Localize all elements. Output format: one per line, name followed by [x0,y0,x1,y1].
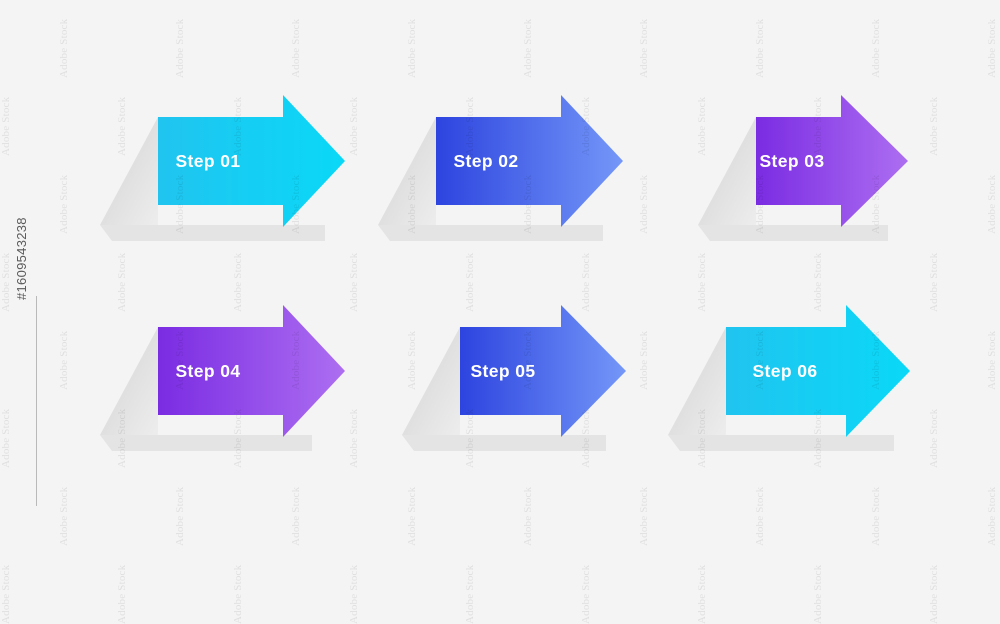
watermark-text: Adobe Stock [522,18,534,78]
watermark-text: Adobe Stock [116,564,128,624]
arrow-bottom-shadow-01 [100,225,325,241]
arrow-shape-04 [158,305,345,437]
watermark-text: Adobe Stock [986,330,998,390]
watermark-text: Adobe Stock [928,252,940,312]
arrow-shape-06 [726,305,910,437]
watermark-text: Adobe Stock [348,564,360,624]
watermark-text: Adobe Stock [696,564,708,624]
arrow-shape-05 [460,305,626,437]
watermark-text: Adobe Stock [290,18,302,78]
watermark-text: Adobe Stock [174,486,186,546]
watermark-text: Adobe Stock [812,564,824,624]
watermark-text: Adobe Stock [986,174,998,234]
arrow-bottom-shadow-04 [100,435,312,451]
watermark-text: Adobe Stock [116,252,128,312]
arrow-shape-02 [436,95,623,227]
watermark-side-text: #1609543238 [14,217,29,300]
arrow-fold-shadow-03 [698,117,756,225]
watermark-text: Adobe Stock [870,18,882,78]
watermark-text: Adobe Stock [986,486,998,546]
watermark-text: Adobe Stock [638,174,650,234]
watermark-text: Adobe Stock [58,174,70,234]
watermark-text: Adobe Stock [580,564,592,624]
watermark-text: Adobe Stock [696,252,708,312]
watermark-text: Adobe Stock [754,18,766,78]
watermark-text: Adobe Stock [812,252,824,312]
watermark-text: Adobe Stock [870,486,882,546]
arrow-fold-shadow-02 [378,117,436,225]
arrow-step-01[interactable]: Step 01 [100,95,360,245]
infographic-canvas: Step 01 Step 02 [0,18,998,624]
watermark-text: Adobe Stock [174,18,186,78]
watermark-text: Adobe Stock [928,564,940,624]
watermark-text: Adobe Stock [928,408,940,468]
arrow-step-06[interactable]: Step 06 [658,305,918,455]
watermark-text: Adobe Stock [638,486,650,546]
watermark-text: Adobe Stock [0,564,12,624]
watermark-text: Adobe Stock [232,564,244,624]
arrow-bottom-shadow-02 [378,225,603,241]
watermark-text: Adobe Stock [0,96,12,156]
watermark-text: Adobe Stock [638,18,650,78]
watermark-text: Adobe Stock [754,486,766,546]
arrow-step-03[interactable]: Step 03 [658,95,918,245]
watermark-text: Adobe Stock [348,252,360,312]
watermark-text: Adobe Stock [464,564,476,624]
arrow-bottom-shadow-05 [402,435,606,451]
watermark-text: Adobe Stock [0,408,12,468]
watermark-text: Adobe Stock [464,252,476,312]
arrow-step-04[interactable]: Step 04 [100,305,360,455]
watermark-text: Adobe Stock [580,252,592,312]
watermark-text: Adobe Stock [232,252,244,312]
watermark-text: Adobe Stock [406,486,418,546]
watermark-text: Adobe Stock [986,18,998,78]
watermark-text: Adobe Stock [0,252,12,312]
watermark-text: Adobe Stock [406,18,418,78]
arrow-fold-shadow-05 [402,327,460,435]
arrow-fold-shadow-01 [100,117,158,225]
arrow-bottom-shadow-06 [668,435,894,451]
arrow-shape-01 [158,95,345,227]
watermark-text: Adobe Stock [58,486,70,546]
watermark-text: Adobe Stock [928,96,940,156]
arrow-fold-shadow-04 [100,327,158,435]
watermark-rule [36,296,37,506]
watermark-text: Adobe Stock [58,330,70,390]
arrow-step-05[interactable]: Step 05 [378,305,638,455]
arrow-fold-shadow-06 [668,327,726,435]
watermark-text: Adobe Stock [522,486,534,546]
watermark-text: Adobe Stock [58,18,70,78]
arrow-bottom-shadow-03 [698,225,888,241]
watermark-text: Adobe Stock [290,486,302,546]
arrow-shape-03 [756,95,908,227]
arrow-step-02[interactable]: Step 02 [378,95,638,245]
watermark-text: Adobe Stock [638,330,650,390]
